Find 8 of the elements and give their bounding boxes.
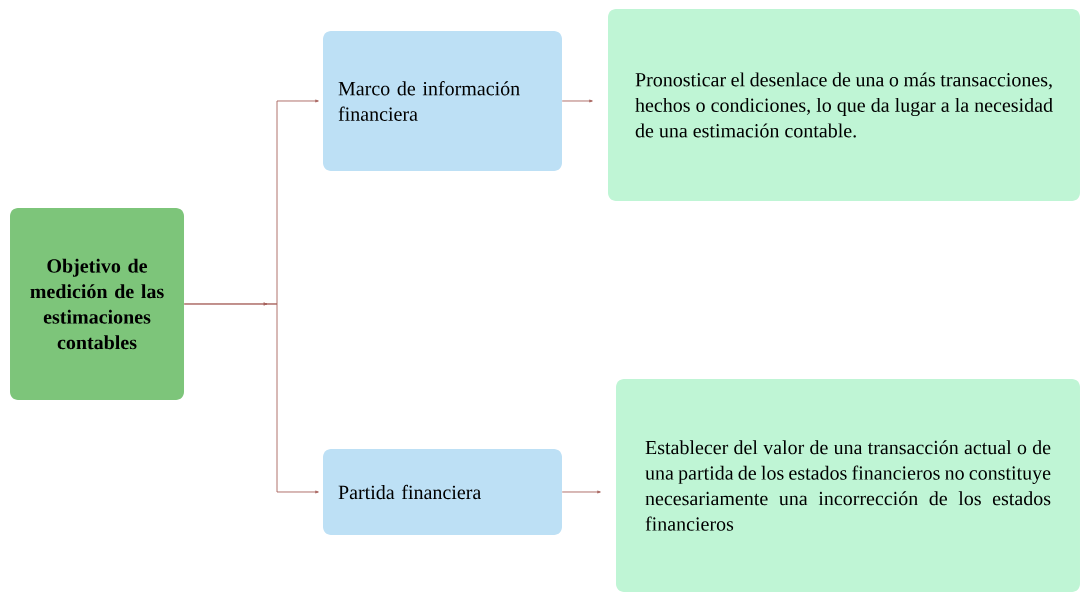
description-box: Pronosticar el desenlace de una o más transacciones, hechos o condiciones, lo que da lugar a la necesidad de una estimación contable. [608, 9, 1080, 201]
arrow [561, 99, 593, 103]
arrow [183, 302, 319, 494]
process-box: Objetivo de medición de las estimaciones contables [10, 208, 184, 400]
process-box: Marco de información financiera [323, 31, 562, 171]
arrow [561, 490, 601, 494]
description-box: Establecer del valor de una transacción actual o de una partida de los estados financieros no constituye necesariamente una incorrección de los estados financieros [616, 379, 1080, 592]
process-box: Partida financiera [323, 449, 562, 535]
